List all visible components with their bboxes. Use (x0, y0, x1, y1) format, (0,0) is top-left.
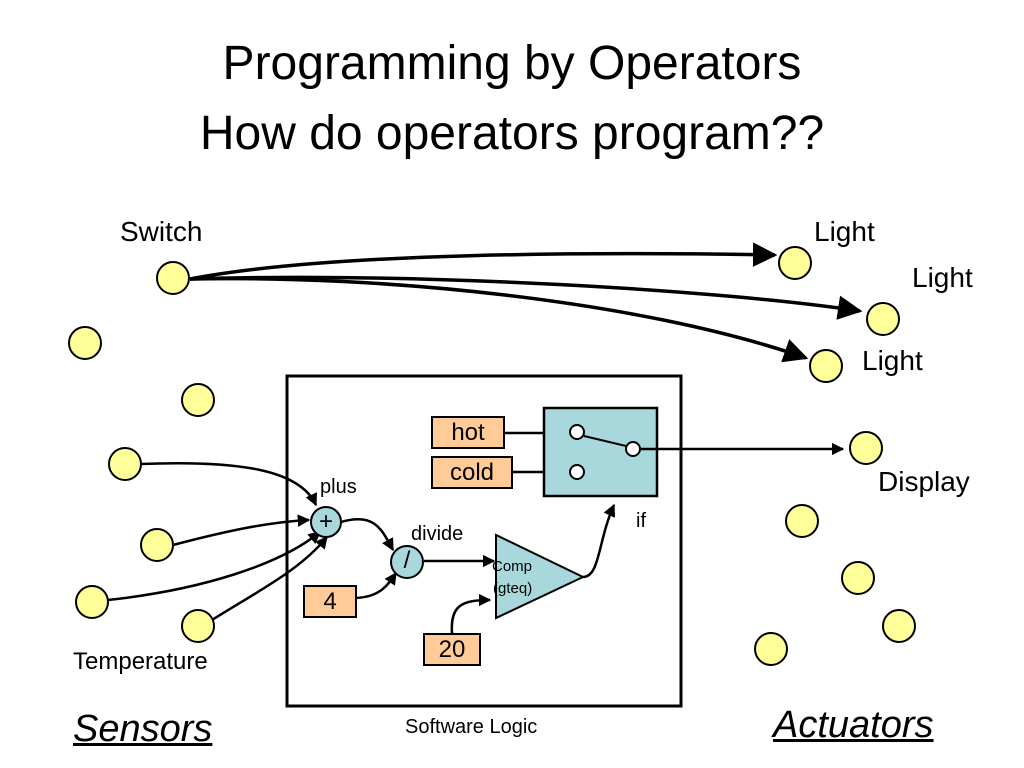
title-line-2: How do operators program?? (199, 107, 825, 160)
four-constant-text: 4 (323, 588, 337, 615)
plus-symbol: + (318, 508, 333, 535)
twenty-constant-text: 20 (438, 636, 466, 663)
four-to-divide-arrow (355, 571, 398, 600)
title-line-1: Programming by Operators (222, 37, 802, 90)
temperature-label: Temperature (73, 648, 208, 675)
software-logic-frame (285, 374, 683, 708)
sensor-node-temperature (181, 609, 215, 643)
sensor-node-temperature (75, 585, 109, 619)
plus-to-divide-arrow (340, 517, 395, 552)
actuator-node-light (778, 246, 812, 280)
if-switch-line (583, 435, 627, 447)
actuator-node (841, 561, 875, 595)
actuator-node (882, 609, 916, 643)
divide-operator (390, 545, 424, 579)
switch-to-light2-arrow (189, 275, 863, 320)
light-label-3: Light (862, 345, 923, 376)
hot-constant-box (431, 416, 505, 449)
divide-symbol: / (403, 547, 411, 574)
comp-to-if-arrow (582, 503, 616, 579)
four-constant-box (303, 585, 357, 618)
light-label-2: Light (912, 262, 973, 293)
if-label: if (636, 510, 646, 532)
actuator-node-light (866, 302, 900, 336)
sensor-node-temperature (140, 528, 174, 562)
hot-constant-text: hot (451, 419, 485, 446)
cold-constant-box (431, 456, 513, 489)
twenty-constant-box (423, 633, 481, 666)
sensor-to-plus-arrow-2 (172, 514, 311, 547)
display-label: Display (878, 466, 970, 497)
actuator-node (754, 632, 788, 666)
divide-label: divide (411, 523, 464, 545)
sensor-node (181, 383, 215, 417)
switch-to-light1-arrow (189, 242, 778, 281)
switch-label: Switch (120, 216, 203, 247)
plus-label: plus (320, 476, 357, 498)
sensors-label: Sensors (73, 708, 213, 750)
cold-constant-text: cold (449, 459, 495, 486)
actuator-node-light (809, 349, 843, 383)
sensor-to-plus-arrow-1 (139, 461, 318, 507)
if-input-cold-port (569, 464, 585, 480)
software-logic-label: Software Logic (405, 716, 538, 738)
if-output-port (625, 441, 641, 457)
sensor-to-plus-arrow-3 (107, 531, 321, 602)
actuator-node (785, 504, 819, 538)
comp-label-line1: Comp (492, 558, 533, 575)
actuator-node-display (849, 431, 883, 465)
if-input-hot-port (569, 424, 585, 440)
sensor-node (68, 326, 102, 360)
sensor-to-plus-arrow-4 (211, 536, 328, 622)
comp-label-line2: (gteq) (493, 580, 533, 597)
light-label-1: Light (814, 216, 875, 247)
comp-triangle (495, 533, 586, 620)
switch-to-light3-arrow (189, 276, 809, 363)
twenty-to-comp-arrow (450, 593, 492, 635)
sensor-node-temperature (108, 447, 142, 481)
actuators-label: Actuators (773, 704, 934, 746)
plus-operator (310, 506, 342, 538)
sensor-node-switch (156, 261, 190, 295)
